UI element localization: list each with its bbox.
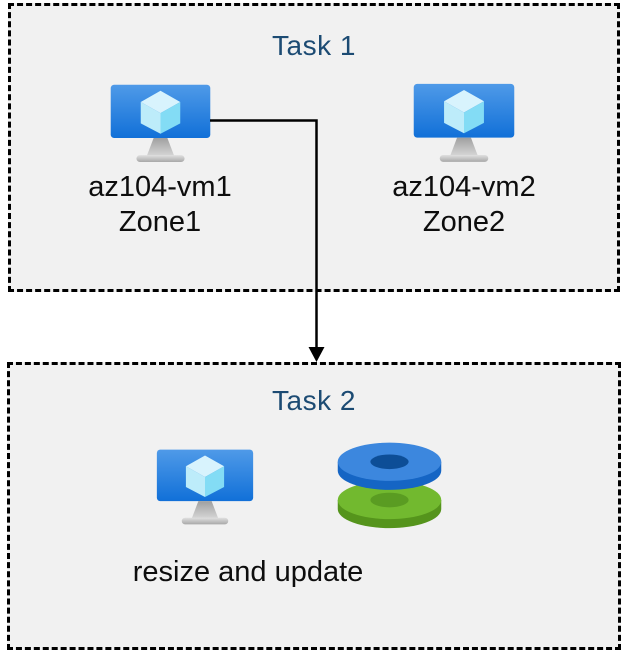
managed-disks-icon <box>337 442 442 529</box>
task2-title: Task 2 <box>272 385 356 416</box>
vm-cube-top-face <box>444 89 484 113</box>
vm-cube-right-face <box>160 101 181 134</box>
virtual-machine-icon <box>110 84 211 163</box>
disk-blue <box>337 442 442 490</box>
virtual-machine-icon <box>156 449 254 525</box>
disk-blue-hole <box>370 454 409 470</box>
vm-cube-left-face <box>185 466 205 497</box>
vm1-zone: Zone1 <box>118 206 202 238</box>
vm-cube-left-face <box>444 101 464 134</box>
vm-cube-top-face <box>185 455 225 478</box>
vm-stand-neck <box>450 137 478 156</box>
task2-box: Task 2 <box>7 362 621 650</box>
vm2-label: az104-vm2 Zone2 <box>339 170 589 240</box>
task2-caption: resize and update <box>132 556 364 588</box>
vm-stand-neck <box>191 501 219 519</box>
task1-title: Task 1 <box>272 30 356 61</box>
vm-cube-right-face <box>464 101 484 134</box>
virtual-machine-icon <box>413 83 515 162</box>
disk-green <box>337 480 442 529</box>
vm-cube-right-face <box>205 466 225 497</box>
vm2-zone: Zone2 <box>422 206 506 238</box>
vm-stand-base <box>136 155 185 163</box>
vm-stand-base <box>181 517 229 525</box>
arrow-head <box>308 347 325 362</box>
task1-box: Task 1 <box>8 3 620 292</box>
vm2-name: az104-vm2 <box>392 171 536 203</box>
vm-stand-base <box>439 154 489 162</box>
disk-green-hole <box>370 492 409 508</box>
vm-cube-left-face <box>140 101 161 134</box>
vm-stand-neck <box>146 138 175 157</box>
vm1-label: az104-vm1 Zone1 <box>35 170 285 240</box>
vm1-name: az104-vm1 <box>88 171 232 203</box>
